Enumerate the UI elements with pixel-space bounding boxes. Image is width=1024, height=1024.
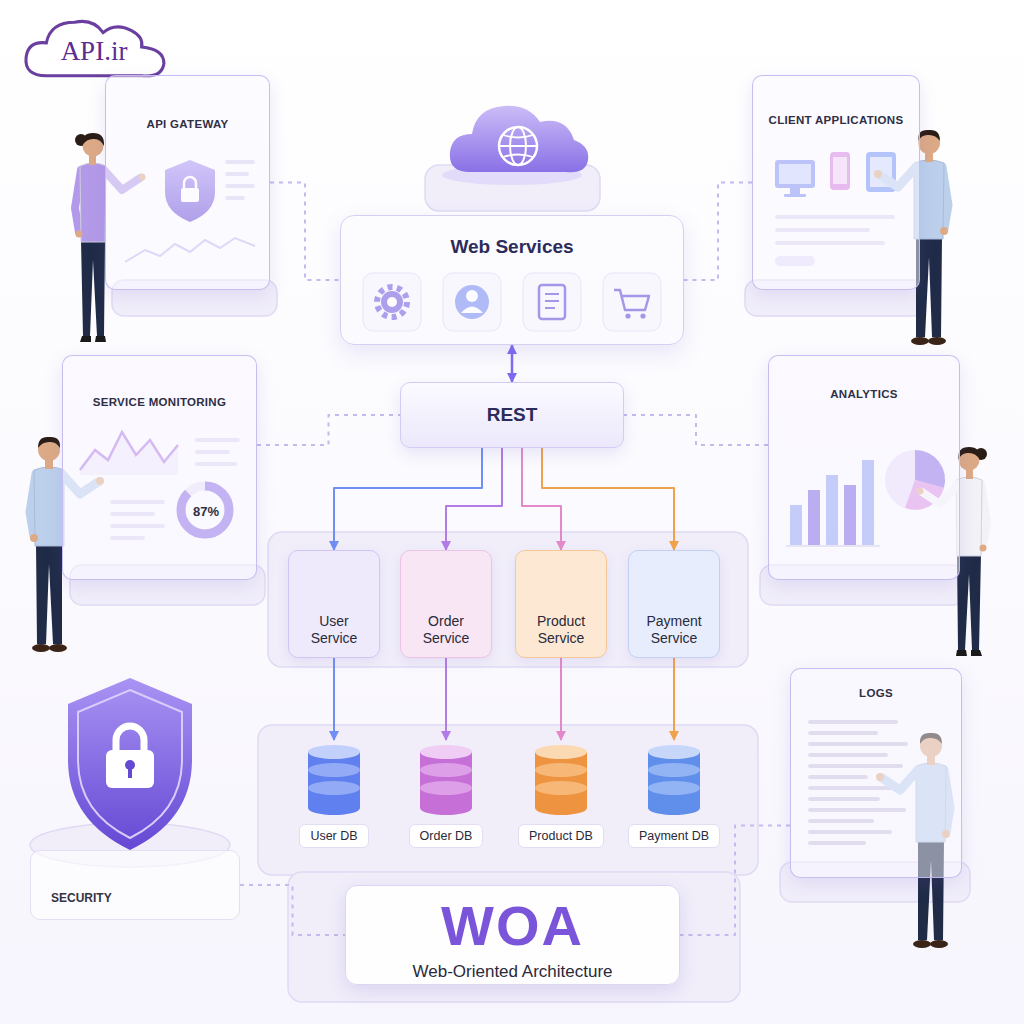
database-node: Payment DB <box>624 740 724 855</box>
node-label: ANALYTICS <box>781 388 947 400</box>
database-symbol <box>308 781 360 795</box>
node-label: LOGS <box>803 687 949 699</box>
service-box: Payment Service <box>628 550 720 658</box>
node-label: SECURITY <box>51 891 239 905</box>
node-label: Web Services <box>341 236 683 258</box>
platform <box>268 532 748 667</box>
title-plate: WOA Web-Oriented Architecture <box>345 885 680 985</box>
node-label: SERVICE MONITORING <box>75 396 244 408</box>
database-node: Order DB <box>396 740 496 855</box>
service-box: Product Service <box>515 550 607 658</box>
node-value: 87% <box>193 504 219 519</box>
client-panel: CLIENT APPLICATIONS <box>752 75 920 290</box>
flow-arrow <box>542 448 674 550</box>
security-shield <box>78 690 182 838</box>
flow-arrow <box>333 658 335 740</box>
database-symbol <box>308 801 360 815</box>
cloud-icon <box>450 106 588 172</box>
security-shield <box>68 678 192 850</box>
node-label: REST <box>487 404 538 426</box>
dashed-connector <box>624 415 768 445</box>
rest-box: REST <box>400 382 624 448</box>
web-services-box: Web Services <box>340 215 684 345</box>
service-box: Order Service <box>400 550 492 658</box>
node-label: Order Service <box>411 613 481 647</box>
database-symbol <box>308 763 360 777</box>
cloud-icon <box>499 127 537 165</box>
database-symbol <box>535 801 587 815</box>
database-symbol <box>308 752 360 808</box>
monitoring-panel: SERVICE MONITORING 87% <box>62 355 257 580</box>
node-label: Payment DB <box>628 824 720 848</box>
node-label: User DB <box>299 824 368 848</box>
node-label: User Service <box>299 613 369 647</box>
dashed-connector <box>257 415 400 445</box>
database-symbol <box>420 801 472 815</box>
flow-arrow <box>445 658 447 740</box>
node-label: Order DB <box>409 824 484 848</box>
node-label: API GATEWAY <box>118 118 257 130</box>
database-symbol <box>648 763 700 777</box>
gateway-panel: API GATEWAY <box>105 75 270 290</box>
security-shield <box>106 750 154 788</box>
flow-arrow <box>446 448 502 550</box>
node-label: Product Service <box>526 613 596 647</box>
dashed-connector <box>240 885 345 935</box>
node-label: Product DB <box>518 824 604 848</box>
security-plate: SECURITY <box>30 850 240 920</box>
database-symbol <box>648 781 700 795</box>
dashed-connector <box>270 183 340 281</box>
database-symbol <box>420 763 472 777</box>
cloud-icon <box>499 145 537 147</box>
platform <box>30 165 970 1002</box>
database-symbol <box>535 763 587 777</box>
database-symbol <box>420 745 472 759</box>
database-symbol <box>648 801 700 815</box>
database-symbol <box>535 745 587 759</box>
database-symbol <box>648 745 700 759</box>
logo: API.ir <box>18 12 170 84</box>
flow-arrow <box>334 448 482 550</box>
database-symbol <box>420 781 472 795</box>
platform <box>288 872 740 1002</box>
database-node: Product DB <box>511 740 611 855</box>
dashed-connector <box>684 183 752 281</box>
flow-arrow <box>673 658 675 740</box>
security-shield <box>116 726 144 752</box>
service-box: User Service <box>288 550 380 658</box>
database-symbol <box>308 745 700 815</box>
database-symbol <box>648 752 700 808</box>
flow-arrow <box>560 658 562 740</box>
node-label: API.ir <box>18 36 170 67</box>
platform <box>258 725 758 875</box>
database-symbol <box>308 745 360 759</box>
flow-arrow <box>511 345 514 382</box>
cloud-icon <box>442 106 588 185</box>
analytics-panel: ANALYTICS <box>768 355 960 580</box>
database-symbol <box>535 752 587 808</box>
logs-panel: LOGS <box>790 668 962 878</box>
node-label: WOA <box>346 898 679 954</box>
node-label: CLIENT APPLICATIONS <box>765 114 907 126</box>
node-value: Web-Oriented Architecture <box>346 962 679 982</box>
cloud-icon <box>503 135 533 157</box>
security-shield <box>128 766 132 778</box>
database-symbol <box>420 752 472 808</box>
security-shield <box>68 678 192 850</box>
database-node: User DB <box>284 740 384 855</box>
node-label: Payment Service <box>639 613 709 647</box>
database-symbol <box>535 781 587 795</box>
